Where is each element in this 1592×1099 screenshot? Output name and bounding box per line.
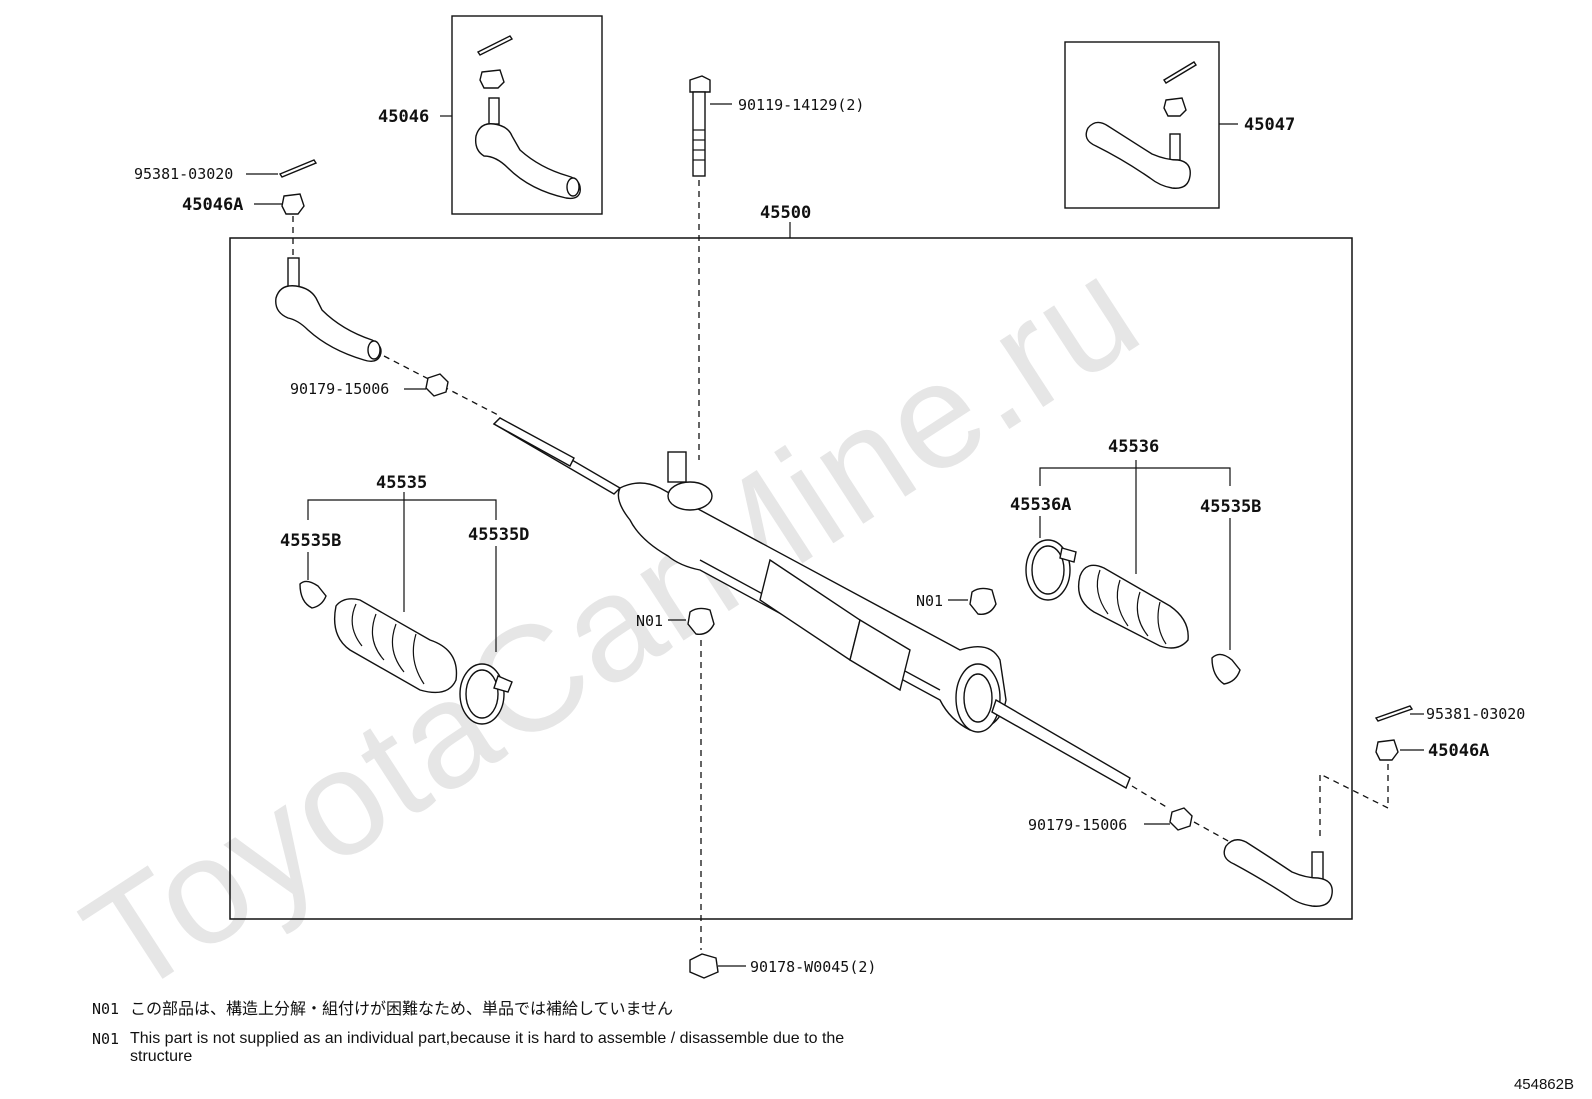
label-90179-15006-left[interactable]: 90179-15006 [290,380,389,398]
diagram-id: 454862B [1513,1076,1574,1093]
label-45500[interactable]: 45500 [760,203,811,223]
bolt-icon [689,75,711,177]
tie-rod-end-rh-box [1064,41,1220,209]
castle-nut-icon [1163,97,1187,117]
castle-nut-icon [479,69,505,89]
cotter-pin-icon [476,35,514,56]
label-45535B-right[interactable]: 45535B [1200,497,1261,517]
boot-band-icon [459,663,513,725]
note-code: N01 [92,1030,120,1048]
castle-nut-icon [281,193,305,215]
castle-nut-icon [1375,739,1399,761]
note-english: N01 This part is not supplied as an indiv… [92,1030,852,1066]
boot-clip-icon [1211,653,1241,685]
label-45535[interactable]: 45535 [376,473,427,493]
label-45046A-left[interactable]: 45046A [182,195,243,215]
steering-rack-icon [492,417,1131,790]
label-45047[interactable]: 45047 [1244,115,1295,135]
label-95381-03020-left[interactable]: 95381-03020 [134,165,233,183]
note-text: This part is not supplied as an individu… [130,1030,845,1065]
label-45535D[interactable]: 45535D [468,525,529,545]
cotter-pin-icon [1374,705,1414,722]
flange-nut-icon [689,953,719,979]
label-n01-right[interactable]: N01 [916,592,943,610]
note-text: この部品は、構造上分解・組付けが困難なため、単品では補給していません [130,1001,674,1018]
cotter-pin-icon [1163,61,1197,84]
boot-clip-icon [299,580,327,609]
label-90119-14129[interactable]: 90119-14129(2) [738,96,864,114]
label-45535B-left[interactable]: 45535B [280,531,341,551]
assembly-frame [229,237,1353,920]
lock-nut-icon [1169,807,1193,831]
label-90179-15006-right[interactable]: 90179-15006 [1028,816,1127,834]
tie-rod-end-icon [275,257,382,363]
bushing-icon [969,587,997,615]
boot-band-icon [1025,539,1077,601]
label-90178-W0045[interactable]: 90178-W0045(2) [750,958,876,976]
label-45046[interactable]: 45046 [378,107,429,127]
label-95381-03020-right[interactable]: 95381-03020 [1426,705,1525,723]
watermark: ToyotaCarMine.ru [56,224,1167,1027]
cotter-pin-icon [278,159,318,178]
label-45536[interactable]: 45536 [1108,437,1159,457]
rack-boot-icon [333,598,458,694]
label-45536A[interactable]: 45536A [1010,495,1071,515]
lock-nut-icon [425,373,449,397]
label-45046A-right[interactable]: 45046A [1428,741,1489,761]
note-code: N01 [92,1000,120,1018]
tie-rod-end-icon [1085,121,1191,189]
bushing-icon [687,607,715,635]
tie-rod-end-icon [1223,839,1333,907]
tie-rod-end-lh-box [451,15,603,215]
note-japanese: N01 この部品は、構造上分解・組付けが困難なため、単品では補給していません [92,1000,673,1019]
label-n01-left[interactable]: N01 [636,612,663,630]
rack-boot-icon [1077,564,1189,649]
tie-rod-end-icon [474,97,581,200]
